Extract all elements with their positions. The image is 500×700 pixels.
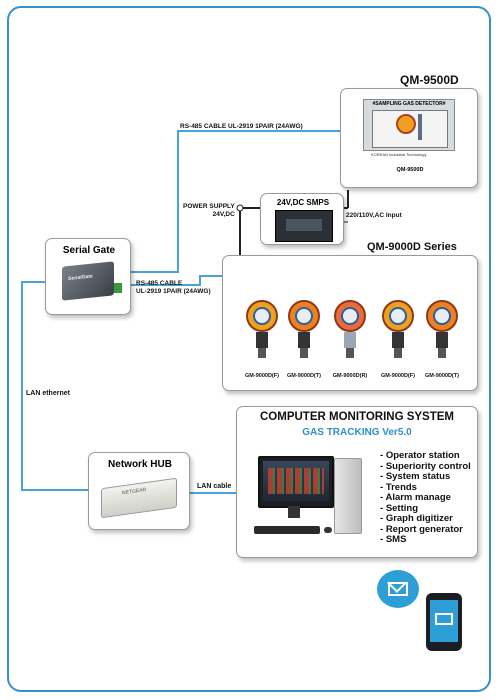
network-hub-box: Network HUB NETGEAR bbox=[88, 452, 190, 530]
gas-detector-icon bbox=[380, 296, 416, 366]
detector-caption: GM-9000D(T) bbox=[425, 373, 459, 379]
gas-detector-icon bbox=[286, 296, 322, 366]
lan-ethernet-line bbox=[21, 281, 88, 491]
lan-ethernet-label: LAN ethernet bbox=[26, 390, 70, 397]
detector-caption: GM-9000D(T) bbox=[287, 373, 321, 379]
feature-item: Report generator bbox=[380, 524, 471, 536]
gas-detector-icon bbox=[332, 296, 368, 366]
qm9500d-sensor-icon bbox=[396, 114, 416, 134]
feature-item: Operator station bbox=[380, 450, 471, 462]
feature-item: Setting bbox=[380, 503, 471, 515]
qm9000d-title: QM-9000D Series bbox=[367, 241, 457, 253]
detector-caption: GM-9000D(F) bbox=[245, 373, 279, 379]
power-supply-line1: POWER SUPPLY bbox=[183, 203, 235, 210]
feature-item: Superiority control bbox=[380, 461, 471, 473]
monitoring-title: COMPUTER MONITORING SYSTEM bbox=[259, 411, 455, 423]
qm9500d-title: QM-9500D bbox=[400, 73, 459, 87]
gas-detector-icon bbox=[244, 296, 280, 366]
feature-item: System status bbox=[380, 471, 471, 483]
feature-item: Graph digitizer bbox=[380, 513, 471, 525]
serial-gate-box: Serial Gate SerialGate bbox=[45, 238, 131, 315]
network-hub-title: Network HUB bbox=[108, 459, 172, 470]
rs485-mid-line1: RS-485 CABLE bbox=[136, 280, 183, 287]
qm9500d-panel-header: #SAMPLING GAS DETECTOR# bbox=[372, 101, 446, 107]
feature-item: Trends bbox=[380, 482, 471, 494]
serial-gate-device-text: SerialGate bbox=[68, 273, 93, 283]
rs485-cable-top-line bbox=[130, 130, 340, 273]
serial-gate-title: Serial Gate bbox=[62, 245, 116, 256]
network-hub-device-icon: NETGEAR bbox=[101, 477, 177, 519]
qm9500d-panel: #SAMPLING GAS DETECTOR# bbox=[363, 99, 455, 151]
keyboard-icon bbox=[254, 526, 320, 534]
detector-caption: GM-9000D(F) bbox=[381, 373, 415, 379]
pc-tower-icon bbox=[334, 458, 362, 534]
feature-item: SMS bbox=[380, 534, 471, 546]
feature-item: Alarm manage bbox=[380, 492, 471, 504]
network-hub-device-text: NETGEAR bbox=[122, 486, 147, 497]
smps-title: 24V,DC SMPS bbox=[276, 198, 330, 207]
monitor-icon bbox=[258, 456, 334, 508]
serial-gate-device-icon: SerialGate bbox=[62, 261, 114, 301]
qm9500d-box: #SAMPLING GAS DETECTOR# KOREAN Industria… bbox=[340, 88, 478, 188]
rs485-mid-label: RS-485 CABLE UL-2919 1PAIR (24AWG) bbox=[136, 280, 211, 296]
smps-input-label: 220/110V,AC Input bbox=[346, 212, 402, 219]
smps-device-icon bbox=[275, 210, 333, 242]
qm9500d-maker: KOREAN Industrial Technology bbox=[371, 152, 427, 157]
outer-frame bbox=[7, 6, 491, 692]
detector-caption: GM-9000D(R) bbox=[332, 373, 368, 379]
qm9500d-caption: QM-9500D bbox=[396, 167, 424, 173]
power-supply-line2: 24V,DC bbox=[212, 211, 235, 218]
rs485-mid-line2: UL-2919 1PAIR (24AWG) bbox=[136, 288, 211, 295]
mouse-icon bbox=[324, 527, 332, 533]
smps-box: 24V,DC SMPS bbox=[260, 193, 344, 245]
gas-detector-icon bbox=[424, 296, 460, 366]
monitoring-subtitle: GAS TRACKING Ver5.0 bbox=[302, 427, 412, 438]
mobile-phone-icon bbox=[426, 593, 462, 651]
power-supply-label: POWER SUPPLY 24V,DC bbox=[183, 203, 235, 219]
power-junction-icon bbox=[236, 204, 244, 212]
rs485-cable-mid-line bbox=[130, 275, 222, 286]
monitor-stand-icon bbox=[288, 506, 300, 518]
rs485-top-label: RS-485 CABLE UL-2919 1PAIR (24AWG) bbox=[180, 123, 303, 130]
lan-cable-label: LAN cable bbox=[197, 483, 232, 490]
monitoring-feature-list: Operator stationSuperiority controlSyste… bbox=[380, 450, 471, 546]
message-bubble-icon bbox=[377, 570, 419, 608]
serial-gate-port-icon bbox=[114, 283, 122, 293]
